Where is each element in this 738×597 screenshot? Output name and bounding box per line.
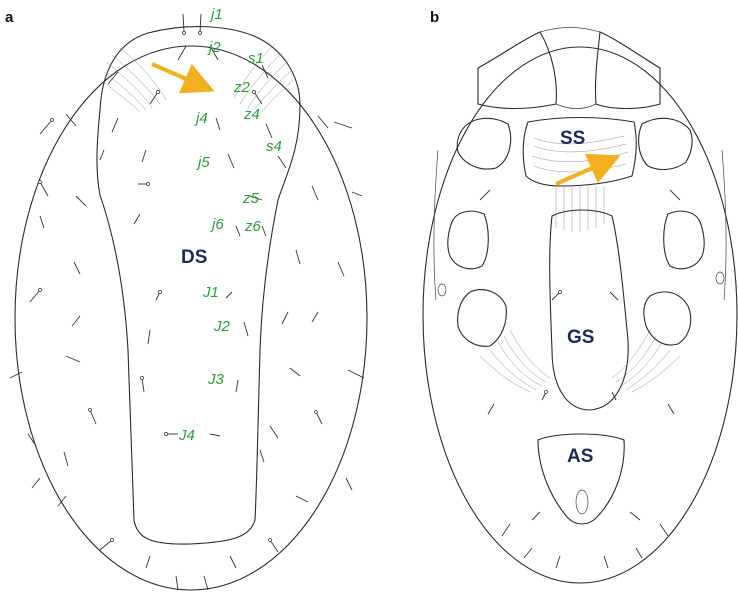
label-J1: J1 (202, 284, 219, 301)
anal-opening (576, 490, 588, 514)
anterior-plates (478, 28, 660, 109)
label-z5: z5 (242, 190, 260, 207)
dorsal-shield-outline (97, 27, 300, 545)
panel-b-ventral-view: b (423, 9, 737, 583)
label-j1: j1 (209, 6, 223, 23)
label-j4: j4 (194, 110, 208, 127)
label-z2: z2 (233, 79, 251, 96)
label-SS: SS (560, 128, 585, 149)
label-j5: j5 (196, 154, 210, 171)
panel-a-letter: a (5, 9, 14, 26)
label-J4: J4 (178, 427, 195, 444)
label-j2: j2 (207, 39, 221, 56)
label-s1: s1 (248, 50, 264, 67)
dorsal-arrow (152, 64, 200, 85)
label-j6: j6 (210, 216, 224, 233)
ventral-arrow (556, 162, 606, 184)
label-s4: s4 (266, 138, 282, 155)
coxae (448, 118, 704, 346)
genital-shield-outline (550, 210, 628, 410)
label-AS: AS (567, 446, 593, 467)
label-z4: z4 (243, 106, 260, 123)
label-DS: DS (181, 247, 207, 268)
sternal-striae (532, 136, 628, 232)
marginal-setae (10, 114, 364, 590)
ventral-setae (480, 190, 680, 568)
label-J3: J3 (207, 371, 225, 388)
panel-b-letter: b (430, 9, 439, 26)
label-GS: GS (567, 327, 594, 348)
anterior-striae (104, 44, 293, 112)
label-J2: J2 (213, 318, 231, 335)
label-z6: z6 (244, 218, 262, 235)
panel-a-dorsal-view: a (5, 6, 367, 590)
